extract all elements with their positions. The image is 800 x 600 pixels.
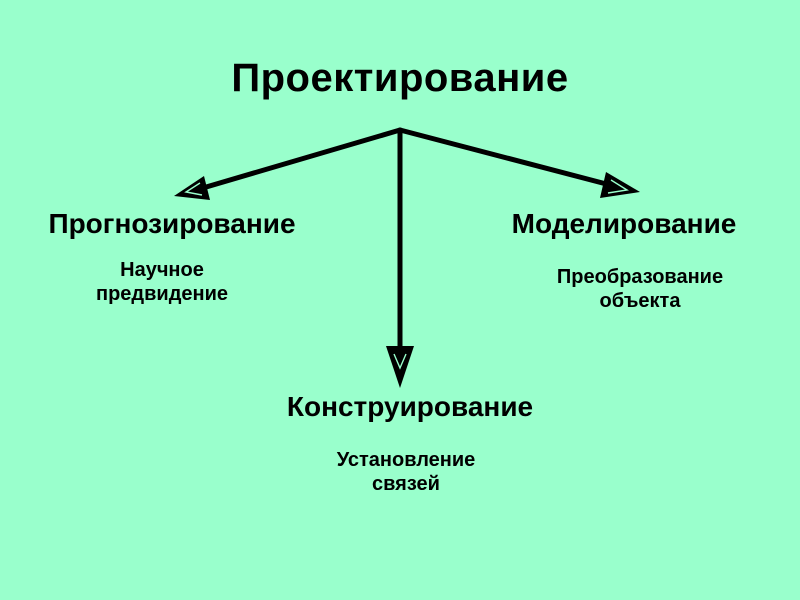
arrow-notch-left — [184, 182, 203, 196]
branch-title-modeling: Моделирование — [511, 208, 737, 239]
branch-subtitle-forecasting: Научное предвидение — [95, 259, 229, 305]
arrow-to-modeling — [397, 127, 617, 189]
arrow-to-forecasting — [193, 127, 403, 193]
root-title: Проектирование — [231, 56, 569, 100]
branch-subtitle-construction: Установление связей — [336, 449, 476, 495]
branch-title-forecasting: Прогнозирование — [48, 208, 296, 239]
arrow-notch-down — [393, 353, 407, 370]
branch-title-construction: Конструирование — [286, 391, 534, 422]
arrow-notch-right — [607, 179, 629, 194]
branch-subtitle-modeling: Преобразование объекта — [556, 266, 724, 312]
